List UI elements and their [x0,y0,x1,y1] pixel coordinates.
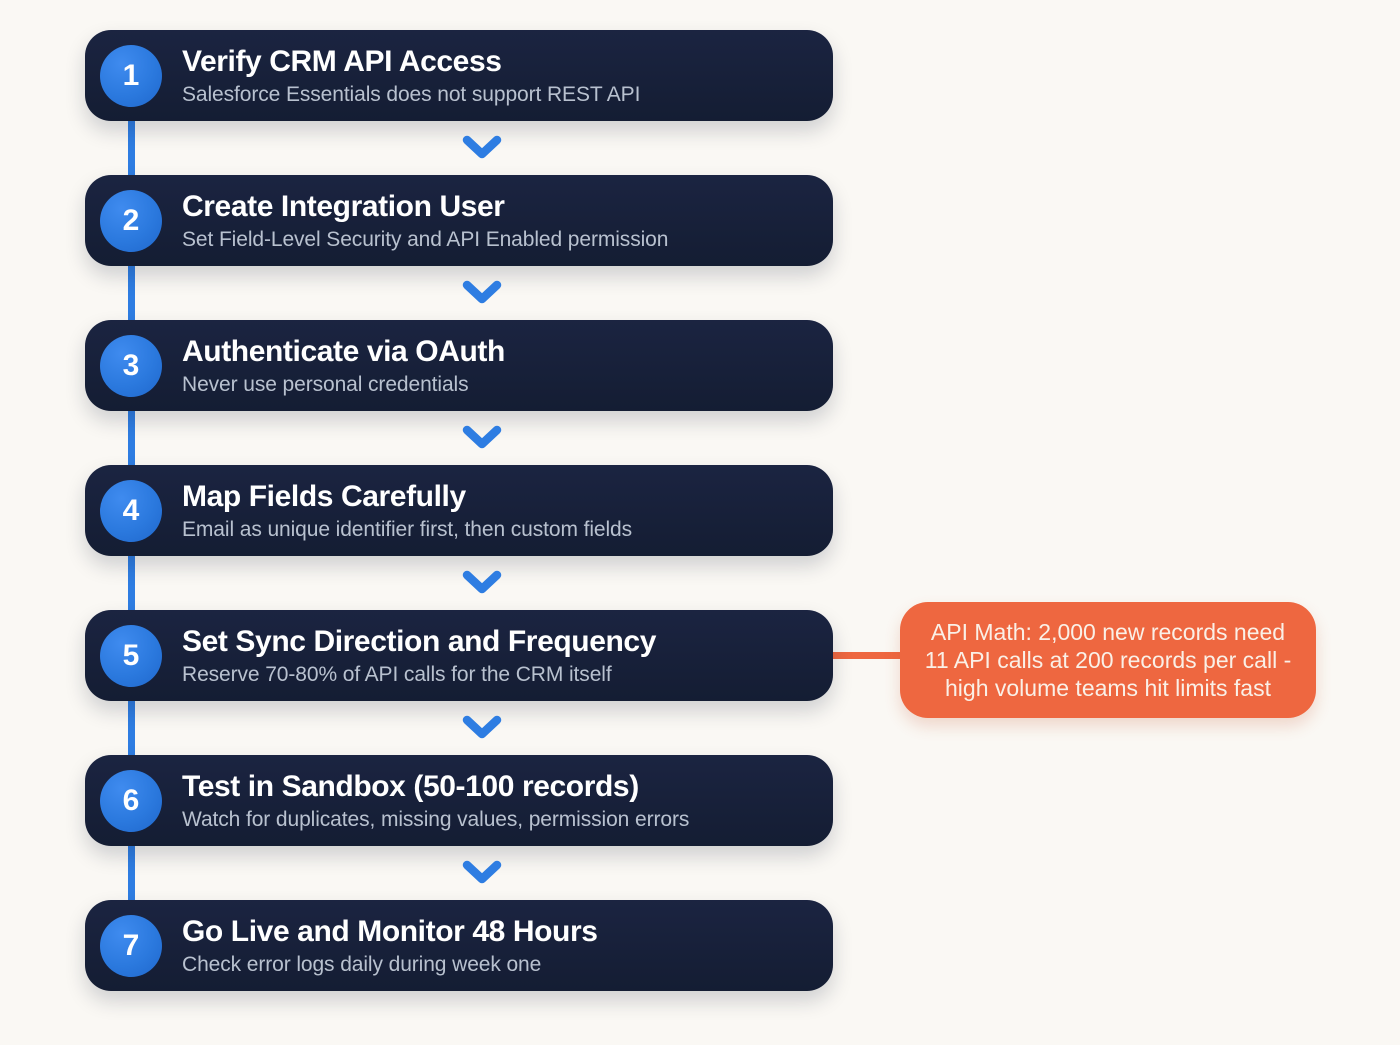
step-subtitle: Reserve 70-80% of API calls for the CRM … [182,662,612,686]
step-text-block: Verify CRM API Access Salesforce Essenti… [182,45,640,106]
step-number-badge: 7 [100,914,162,977]
step-title: Verify CRM API Access [182,44,502,78]
step-subtitle: Check error logs daily during week one [182,952,542,976]
chevron-down-icon [462,570,502,594]
step-subtitle: Never use personal credentials [182,372,469,396]
callout-line: high volume teams hit limits fast [945,675,1271,701]
step-number: 6 [122,783,140,817]
step-number: 2 [122,203,140,237]
step-number-badge: 4 [100,479,162,542]
step-text-block: Set Sync Direction and Frequency Reserve… [182,625,656,686]
step-title: Go Live and Monitor 48 Hours [182,914,598,948]
chevron-down-icon [462,860,502,884]
step-number-badge: 6 [100,769,162,832]
step-gap [85,556,833,610]
step-title: Test in Sandbox (50-100 records) [182,769,639,803]
step-number: 7 [122,928,140,962]
callout-line: 11 API calls at 200 records per call - [924,647,1292,673]
step-subtitle: Set Field-Level Security and API Enabled… [182,227,669,251]
step-text-block: Map Fields Carefully Email as unique ide… [182,480,632,541]
step-number-badge: 1 [100,44,162,107]
step-subtitle: Watch for duplicates, missing values, pe… [182,807,690,831]
step-text-block: Authenticate via OAuth Never use persona… [182,335,505,396]
step-text-block: Go Live and Monitor 48 Hours Check error… [182,915,598,976]
step-card-2: 2 Create Integration User Set Field-Leve… [85,175,833,266]
steps-column: 1 Verify CRM API Access Salesforce Essen… [85,30,833,991]
chevron-down-icon [462,715,502,739]
step-card-1: 1 Verify CRM API Access Salesforce Essen… [85,30,833,121]
step-subtitle: Salesforce Essentials does not support R… [182,82,641,106]
step-number-badge: 3 [100,334,162,397]
api-math-callout: API Math: 2,000 new records need 11 API … [900,602,1316,718]
callout-connector-line [830,652,904,659]
step-title: Create Integration User [182,189,505,223]
step-card-4: 4 Map Fields Carefully Email as unique i… [85,465,833,556]
step-number: 1 [122,58,140,92]
step-gap [85,846,833,900]
step-subtitle: Email as unique identifier first, then c… [182,517,633,541]
step-card-3: 3 Authenticate via OAuth Never use perso… [85,320,833,411]
step-number: 4 [122,493,140,527]
step-text-block: Test in Sandbox (50-100 records) Watch f… [182,770,689,831]
step-gap [85,411,833,465]
step-gap [85,266,833,320]
callout-line: API Math: 2,000 new records need [930,619,1286,645]
step-title: Map Fields Carefully [182,479,466,513]
step-card-7: 7 Go Live and Monitor 48 Hours Check err… [85,900,833,991]
step-number: 5 [122,638,140,672]
step-card-6: 6 Test in Sandbox (50-100 records) Watch… [85,755,833,846]
step-number: 3 [122,348,140,382]
step-text-block: Create Integration User Set Field-Level … [182,190,668,251]
chevron-down-icon [462,280,502,304]
step-number-badge: 2 [100,189,162,252]
step-gap [85,701,833,755]
step-gap [85,121,833,175]
step-card-5: 5 Set Sync Direction and Frequency Reser… [85,610,833,701]
step-title: Set Sync Direction and Frequency [182,624,656,658]
step-number-badge: 5 [100,624,162,687]
chevron-down-icon [462,425,502,449]
chevron-down-icon [462,135,502,159]
step-title: Authenticate via OAuth [182,334,505,368]
